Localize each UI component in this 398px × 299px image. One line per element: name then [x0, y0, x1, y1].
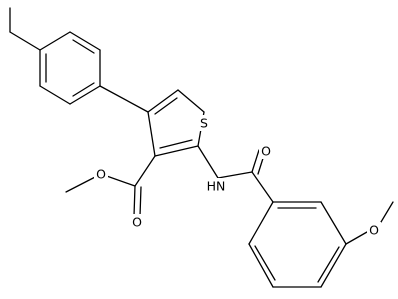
methyl-ester-group: [65, 155, 156, 217]
amide-nitrogen-label: HN: [207, 179, 226, 194]
methoxyphenyl-ring: [248, 201, 347, 288]
amide-carbonyl-oxygen-label: O: [261, 144, 271, 159]
ester-ether-oxygen-label: O: [96, 167, 106, 182]
ethyl-group: [9, 7, 41, 51]
ester-carbonyl-oxygen-label: O: [132, 215, 142, 230]
sulfur-label: S: [200, 116, 208, 131]
atom-ester-carbonyl-oxygen: O: [130, 214, 144, 230]
atom-amide-nitrogen: HN: [203, 178, 231, 194]
thiophene-ring: [147, 89, 205, 157]
methoxy-oxygen-label: O: [369, 223, 379, 238]
atom-sulfur: S: [197, 115, 211, 131]
atom-methoxy-oxygen: O: [367, 222, 381, 238]
biaryl-bond: [99, 85, 149, 113]
ethylphenyl-ring: [39, 31, 101, 105]
atom-ester-ether-oxygen: O: [94, 166, 108, 182]
methoxy-group: [345, 201, 394, 245]
atom-amide-carbonyl-oxygen: O: [259, 143, 273, 159]
